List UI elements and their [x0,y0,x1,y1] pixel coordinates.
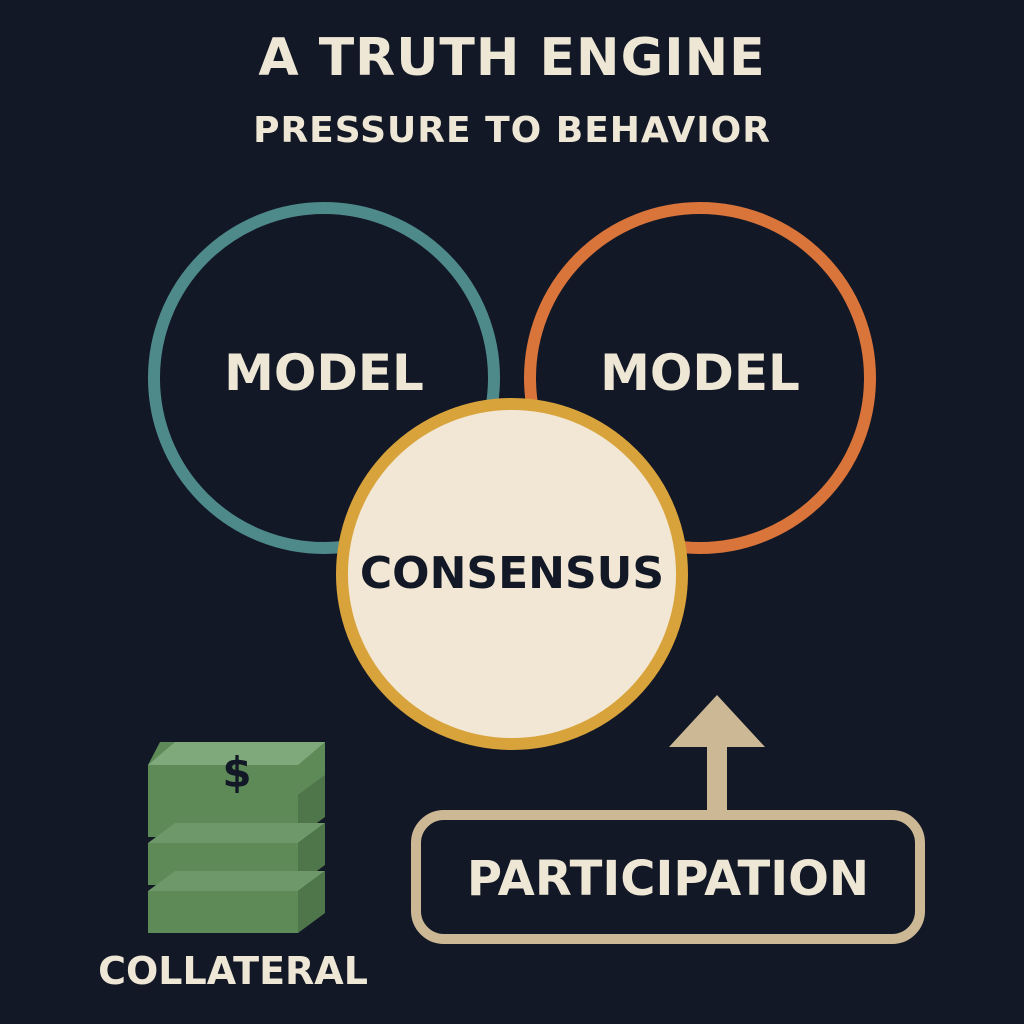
model-label-left: MODEL [224,344,424,402]
participation-box [411,810,925,944]
participation-label: PARTICIPATION [467,851,869,907]
collateral-label: COLLATERAL [98,949,368,993]
page-title: A TRUTH ENGINE [258,28,766,88]
model-label-right: MODEL [600,344,800,402]
consensus-label: CONSENSUS [360,548,664,599]
page-subtitle: PRESSURE TO BEHAVIOR [253,110,771,151]
model-circle-left [148,202,500,554]
consensus-circle [336,398,688,750]
model-circle-right [524,202,876,554]
arrow-up-icon [669,695,765,810]
dollar-sign-icon: $ [222,748,251,797]
money-stack-icon: $ [148,742,325,933]
